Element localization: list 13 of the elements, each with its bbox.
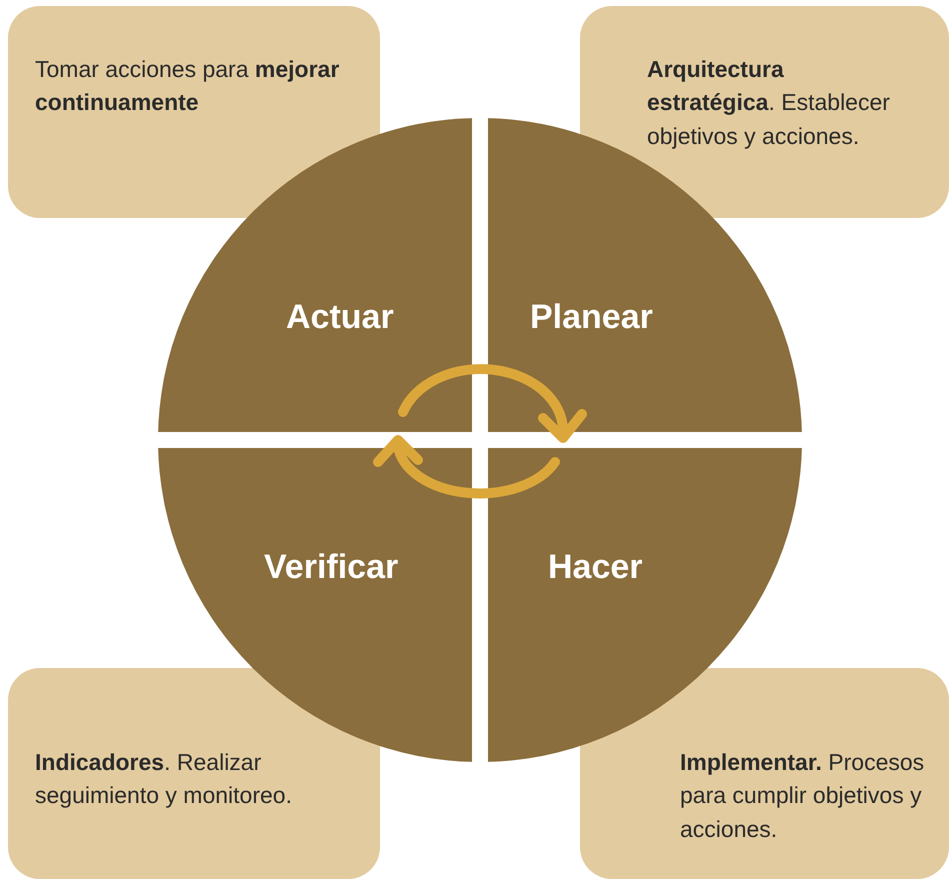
card-text: Tomar acciones para mejorar continuamente	[35, 55, 340, 118]
quadrant-label: Actuar	[286, 298, 394, 337]
text-card	[8, 6, 380, 218]
quadrant-label: Verificar	[264, 548, 398, 587]
text-card	[580, 6, 949, 218]
text-card	[580, 668, 949, 879]
quadrant-segment	[158, 118, 472, 432]
card-text: Implementar. Procesos para cumplir objetivos y acciones.	[680, 748, 926, 844]
quadrant-label: Hacer	[548, 548, 643, 587]
card-text: Indicadores. Realizar seguimiento y monitoreo.	[35, 748, 293, 810]
quadrant-label: Planear	[530, 298, 653, 337]
text-card	[8, 668, 380, 879]
card-text: Arquitectura estratégica. Establecer objetivos y acciones.	[647, 55, 891, 151]
